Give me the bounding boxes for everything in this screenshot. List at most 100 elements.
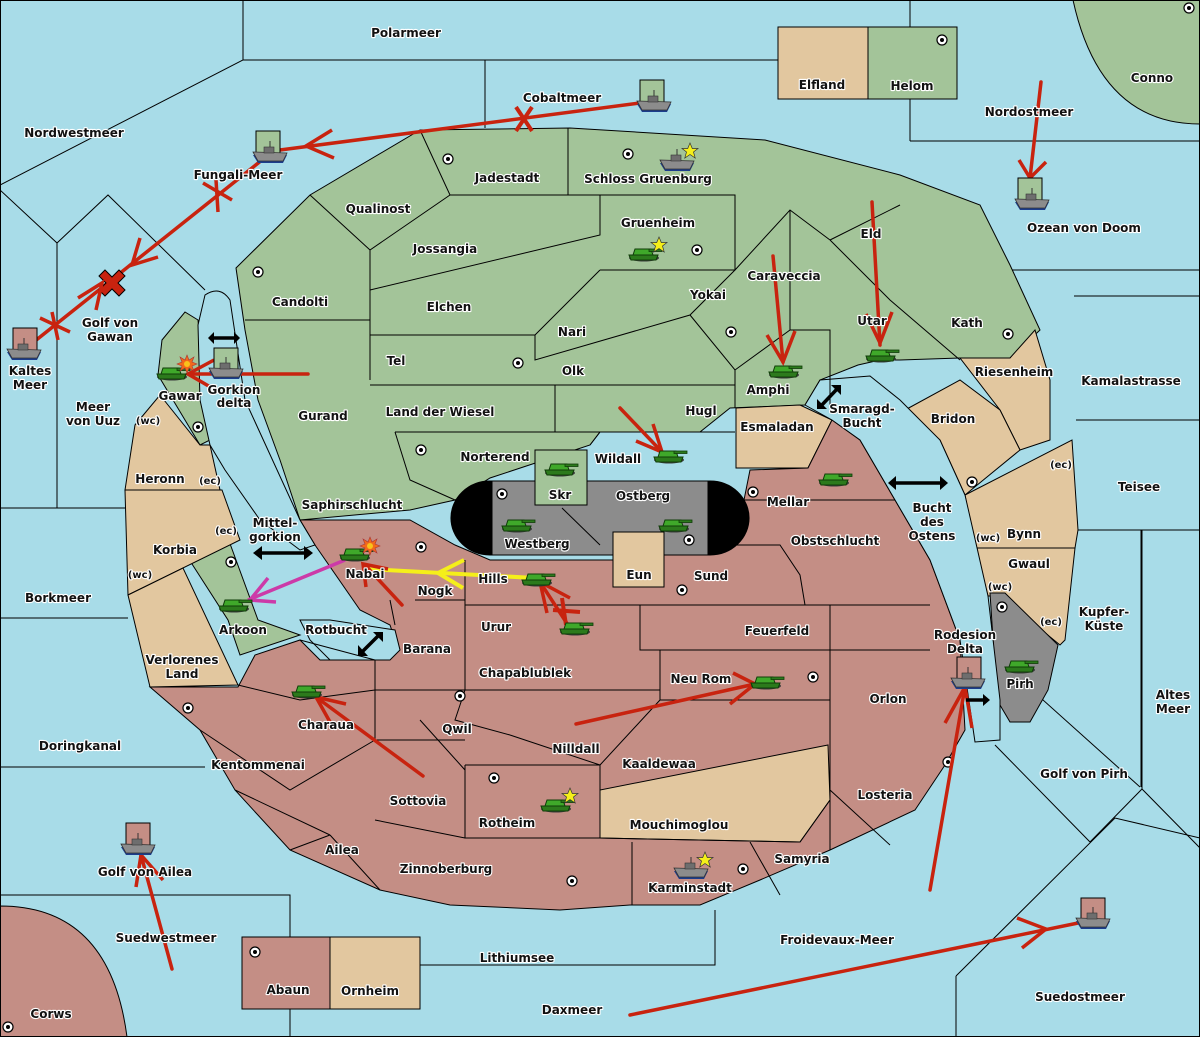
label-olk: Olk: [562, 364, 585, 378]
army-unit-skr[interactable]: [544, 463, 579, 477]
label-losteria: Losteria: [857, 788, 912, 802]
fleet-unit-suedostmeer[interactable]: [1075, 897, 1111, 930]
province-corws[interactable]: [0, 905, 128, 1037]
label-rotbucht: Rotbucht: [305, 623, 367, 637]
army-unit-utar[interactable]: [865, 349, 900, 363]
label-suedostmeer: Suedostmeer: [1035, 990, 1125, 1004]
order-hugl-to-wildall: [618, 406, 664, 454]
label-corws: Corws: [30, 1007, 71, 1021]
sea-bucht-des-ostens[interactable]: [804, 375, 1001, 743]
label-candolti: Candolti: [272, 295, 328, 309]
fleet-unit-fungali[interactable]: [252, 130, 288, 164]
label-kath: Kath: [951, 316, 983, 330]
army-unit-neu-rom[interactable]: [750, 676, 785, 690]
arrowhead: [184, 358, 215, 390]
label-caraveccia: Caraveccia: [747, 269, 820, 283]
order-eld-to-utar: [870, 200, 882, 347]
label-bucht-des-ostens-2: des: [920, 515, 944, 529]
label-golf-von-gawan: Golf von: [82, 316, 138, 330]
province-skr[interactable]: [534, 449, 588, 506]
fleet-unit-kaltes-meer[interactable]: [6, 327, 42, 361]
arrowhead: [765, 330, 797, 366]
army-unit-ostberg[interactable]: [658, 519, 693, 533]
order-suedwestmeer-to-ailea: [139, 853, 174, 971]
army-unit-wildall[interactable]: [653, 450, 688, 464]
label-schloss-gruenburg: Schloss Gruenburg: [584, 172, 712, 186]
label-gawar-wc: (wc): [136, 416, 160, 427]
label-eun: Eun: [626, 568, 651, 582]
label-verlorenes-land: Verlorenes: [146, 653, 219, 667]
province-conno[interactable]: [1072, 0, 1200, 125]
label-meer-von-uuz-2: von Uuz: [66, 414, 120, 428]
label-mittel-gorkion: Mittel-: [253, 516, 298, 530]
label-kamalastrasse: Kamalastrasse: [1081, 374, 1181, 388]
arrowhead: [302, 128, 335, 160]
label-rodesion-delta: Rodesion: [934, 628, 996, 642]
army-unit-westberg[interactable]: [501, 519, 536, 533]
order-nabai-to-arkoon: [247, 558, 346, 602]
arrowhead: [77, 279, 105, 311]
fleet-unit-cobaltmeer[interactable]: [636, 79, 672, 113]
label-kaltes-meer-2: Meer: [13, 378, 47, 392]
label-golf-von-pirh: Golf von Pirh: [1040, 767, 1128, 781]
army-unit-arkoon[interactable]: [218, 599, 253, 613]
label-smaragd-bucht-2: Bucht: [842, 416, 881, 430]
label-bucht-des-ostens-3: Ostens: [909, 529, 956, 543]
arrowhead: [864, 311, 894, 348]
label-pirh: Pirh: [1006, 677, 1033, 691]
arrowhead-yellow: [433, 558, 465, 590]
label-hugl: Hugl: [685, 404, 716, 418]
label-borkmeer: Borkmeer: [25, 591, 91, 605]
label-smaragd-bucht: Smaragd-: [829, 402, 894, 416]
label-elfland: Elfland: [799, 78, 845, 92]
order-barana-to-nabai: [363, 563, 404, 607]
label-orlon: Orlon: [869, 692, 906, 706]
province-elfland[interactable]: [777, 26, 869, 100]
army-unit-pirh[interactable]: [1004, 660, 1039, 674]
units: [6, 79, 1111, 930]
province-borders: [199, 128, 961, 905]
label-nilldall: Nilldall: [552, 742, 599, 756]
label-golf-von-ailea: Golf von Ailea: [98, 865, 192, 879]
label-gawar: Gawar: [158, 389, 201, 403]
fleet-unit-golf-von-ailea[interactable]: [120, 822, 156, 856]
fleet-unit-ozean-von-doom[interactable]: [1014, 177, 1050, 211]
arrowhead: [1016, 916, 1050, 950]
label-polarmeer: Polarmeer: [371, 26, 441, 40]
province-ostberg-westberg[interactable]: [491, 480, 709, 556]
label-froidevaux-meer: Froidevaux-Meer: [780, 933, 894, 947]
label-bynn-wc: (wc): [976, 533, 1000, 544]
army-unit-mellar[interactable]: [818, 473, 853, 487]
label-amphi: Amphi: [746, 383, 789, 397]
province-ornheim[interactable]: [329, 936, 421, 1010]
label-wildall: Wildall: [595, 452, 641, 466]
label-verlorenes-land-2: Land: [166, 667, 199, 681]
label-cobaltmeer: Cobaltmeer: [523, 91, 601, 105]
province-labels: Polarmeer Cobaltmeer Nordwestmeer Fungal…: [8, 25, 1192, 1022]
label-bucht-des-ostens: Bucht: [912, 501, 951, 515]
army-unit-hills[interactable]: [521, 573, 556, 587]
failed-order-mark: [552, 597, 581, 626]
label-ostberg: Ostberg: [616, 489, 670, 503]
label-sund: Sund: [694, 569, 728, 583]
army-unit-charaua[interactable]: [291, 685, 326, 699]
passage-arrows: [208, 332, 990, 706]
label-heronn-ec: (ec): [199, 476, 221, 487]
label-mouchimoglou: Mouchimoglou: [630, 818, 729, 832]
province-korbia[interactable]: [124, 489, 241, 596]
explosion-icon: [176, 354, 198, 374]
army-unit-amphi[interactable]: [768, 365, 803, 379]
fleet-unit-rodesion-delta[interactable]: [950, 656, 986, 690]
label-mittel-gorkion-2: gorkion: [249, 530, 301, 544]
fleet-unit-gorkion-delta[interactable]: [208, 347, 244, 380]
label-land-der-wiesel: Land der Wiesel: [386, 405, 495, 419]
label-korbia-ec: (ec): [215, 526, 237, 537]
label-arkoon: Arkoon: [219, 623, 267, 637]
order-nordostmeer-move: [1028, 80, 1043, 180]
dislodged-mark: [98, 269, 126, 297]
label-altes-meer-2: Meer: [1156, 702, 1190, 716]
army-unit-urur[interactable]: [559, 622, 594, 636]
label-korbia-wc: (wc): [128, 570, 152, 581]
label-hills: Hills: [478, 572, 508, 586]
